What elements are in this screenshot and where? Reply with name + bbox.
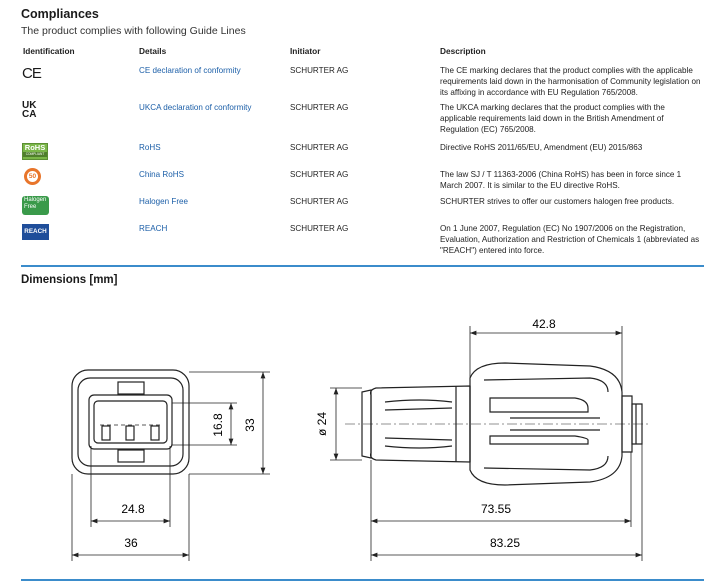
china-rohs-description: The law SJ / T 11363-2006 (China RoHS) h… <box>440 170 682 191</box>
china-rohs-initiator: SCHURTER AG <box>290 170 349 179</box>
dimension-drawing: 16.8 33 24.8 36 <box>71 317 650 561</box>
china-rohs-icon: 50 <box>24 168 41 185</box>
front-view-outer <box>71 369 190 475</box>
dim-36-label: 36 <box>124 536 138 550</box>
dim-16-8-label: 16.8 <box>211 413 225 437</box>
dim-dia-24-label: ø 24 <box>315 412 329 436</box>
reach-initiator: SCHURTER AG <box>290 224 349 233</box>
halogen-description: SCHURTER strives to offer our customers … <box>440 197 675 206</box>
header-description: Description <box>440 46 486 56</box>
rohs-description: Directive RoHS 2011/65/EU, Amendment (EU… <box>440 143 643 152</box>
dim-83-25-label: 83.25 <box>490 536 520 550</box>
ukca-description: The UKCA marking declares that the produ… <box>440 103 665 135</box>
front-view-socket <box>88 394 173 450</box>
halogen-details-link[interactable]: Halogen Free <box>139 197 189 206</box>
dim-24-8-label: 24.8 <box>121 502 145 516</box>
rohs-details-link[interactable]: RoHS <box>139 143 161 152</box>
reach-badge-icon: REACH <box>22 224 49 240</box>
dim-33-label: 33 <box>243 418 257 432</box>
rohs-badge-icon: RoHS COMPLIANT <box>22 143 48 160</box>
ce-details-link[interactable]: CE declaration of conformity <box>139 66 241 75</box>
ce-description: The CE marking declares that the product… <box>440 66 701 98</box>
compliances-subtitle: The product complies with following Guid… <box>21 25 246 37</box>
compliances-title: Compliances <box>21 7 99 21</box>
ce-mark-icon: CE <box>22 65 42 82</box>
dim-42-8-label: 42.8 <box>532 317 556 331</box>
ukca-details-link[interactable]: UKCA declaration of conformity <box>139 103 252 112</box>
reach-details-link[interactable]: REACH <box>139 224 168 233</box>
section-divider-bottom <box>21 579 704 581</box>
china-rohs-details-link[interactable]: China RoHS <box>139 170 184 179</box>
ukca-initiator: SCHURTER AG <box>290 103 349 112</box>
dimensions-title: Dimensions [mm] <box>21 274 118 286</box>
header-initiator: Initiator <box>290 46 321 56</box>
reach-description: On 1 June 2007, Regulation (EC) No 1907/… <box>440 224 700 256</box>
header-identification: Identification <box>23 46 75 56</box>
header-details: Details <box>139 46 167 56</box>
halogen-free-icon: Halogen Free <box>22 196 49 215</box>
dim-73-55-label: 73.55 <box>481 502 511 516</box>
side-view-connector <box>361 362 643 486</box>
section-divider-top <box>21 265 704 267</box>
ce-initiator: SCHURTER AG <box>290 66 349 75</box>
rohs-initiator: SCHURTER AG <box>290 143 349 152</box>
halogen-initiator: SCHURTER AG <box>290 197 349 206</box>
